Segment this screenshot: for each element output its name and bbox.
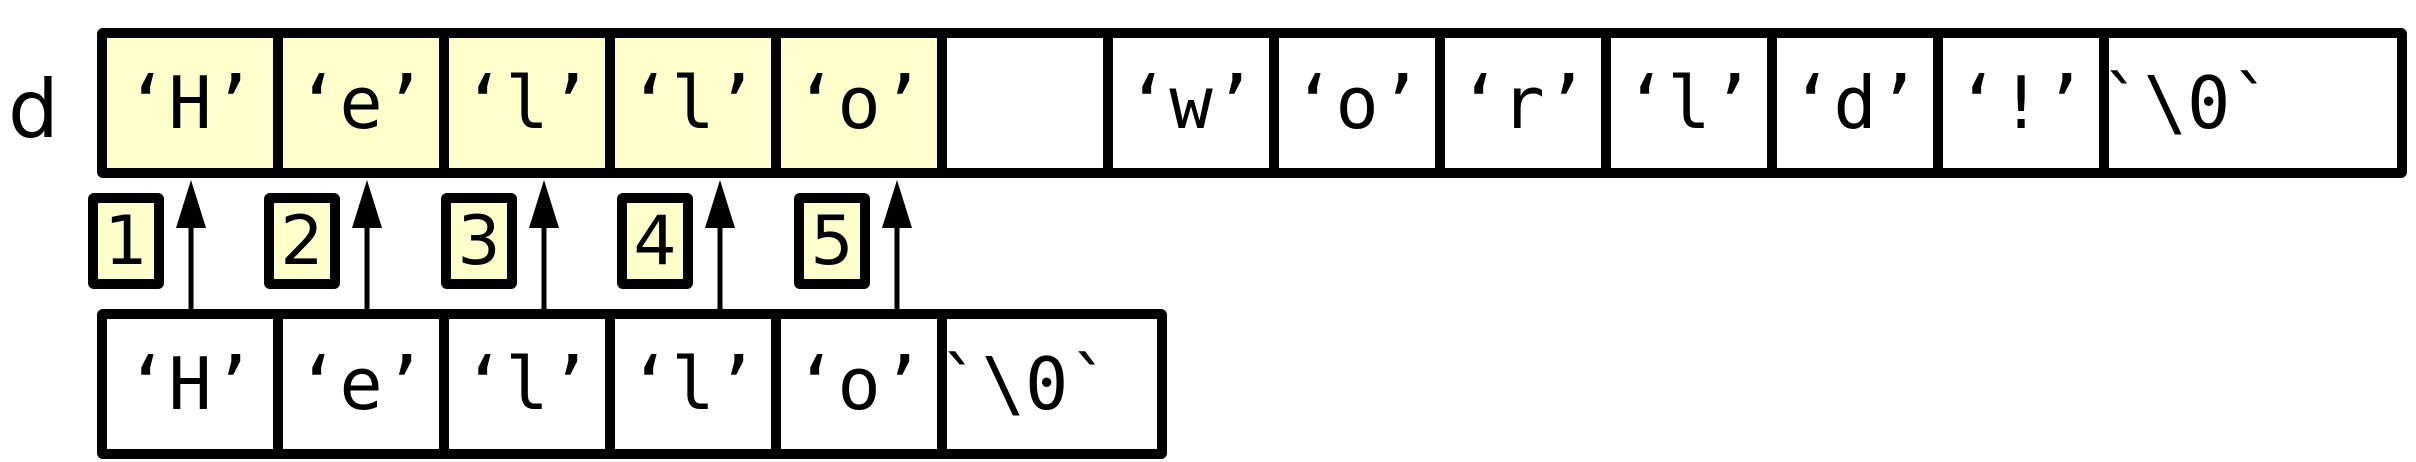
src-cell-2: ‘l’ [439,319,605,449]
step-badge-5: 5 [794,193,870,289]
dest-cell-8: ‘r’ [1435,38,1601,168]
dest-cell-1: ‘e’ [273,38,439,168]
copy-arrow-3 [529,180,559,310]
step-badge-4: 4 [617,193,693,289]
dest-cell-11: ‘!’ [1933,38,2099,168]
copy-arrow-2 [352,180,382,310]
src-cell-3: ‘l’ [605,319,771,449]
dest-cell-9: ‘l’ [1601,38,1767,168]
copy-arrow-4 [705,180,735,310]
source-array: ‘H’ ‘e’ ‘l’ ‘l’ ‘o’ `\0` [97,309,1167,459]
dest-cell-3: ‘l’ [605,38,771,168]
dest-cell-2: ‘l’ [439,38,605,168]
destination-array: ‘H’ ‘e’ ‘l’ ‘l’ ‘o’ ‘w’ ‘o’ ‘r’ ‘l’ ‘d’ … [97,28,2407,178]
step-badge-3: 3 [441,193,517,289]
src-cell-4: ‘o’ [771,319,937,449]
copy-arrow-1 [176,180,206,310]
dest-cell-0: ‘H’ [107,38,273,168]
src-cell-5: `\0` [937,319,1112,449]
copy-arrow-5 [882,180,912,310]
dest-cell-10: ‘d’ [1767,38,1933,168]
src-cell-0: ‘H’ [107,319,273,449]
dest-cell-12: `\0` [2099,38,2274,168]
dest-cell-4: ‘o’ [771,38,937,168]
dest-cell-7: ‘o’ [1269,38,1435,168]
dest-cell-6: ‘w’ [1103,38,1269,168]
src-cell-1: ‘e’ [273,319,439,449]
dest-cell-5 [937,38,1103,168]
variable-label: d [8,63,59,156]
step-badge-2: 2 [264,193,340,289]
step-badge-1: 1 [88,193,164,289]
